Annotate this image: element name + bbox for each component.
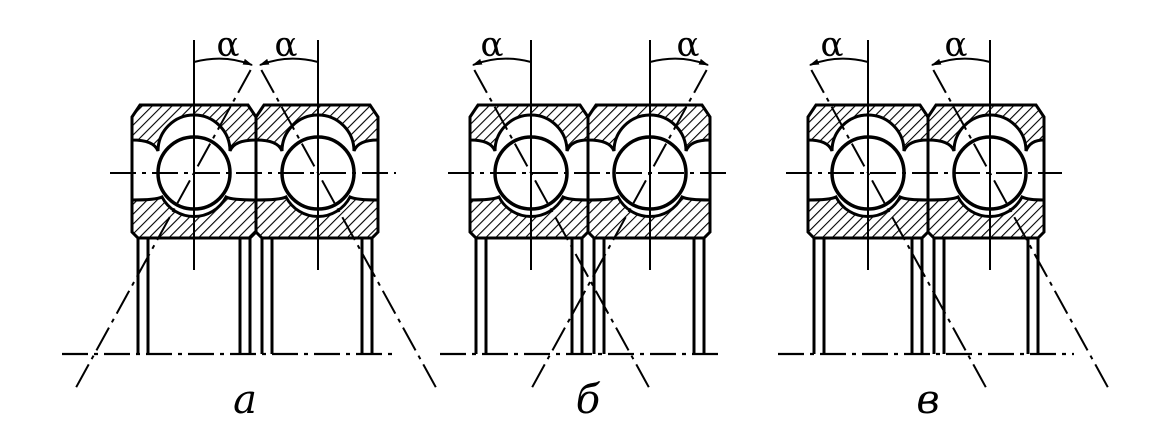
contact-line <box>810 69 988 389</box>
bearing-pair-v <box>778 40 1110 389</box>
angle-label-v-right: α <box>945 25 968 65</box>
angle-dimension-arc <box>472 57 532 66</box>
bearing-pair-b <box>440 40 728 389</box>
contact-line <box>530 69 708 389</box>
contact-line <box>932 69 1110 389</box>
bearing-v-2 <box>926 40 1110 389</box>
arrangement-label-b: б <box>576 377 601 423</box>
bearing-a-2 <box>254 40 438 389</box>
angle-dimension-arc <box>193 57 253 66</box>
inner-ring <box>468 194 590 240</box>
angle-label-b-right: α <box>677 25 700 65</box>
outer-ring <box>586 103 712 152</box>
angle-label-b-left: α <box>481 25 504 65</box>
bearing-pair-a <box>62 40 438 389</box>
contact-line <box>260 69 438 389</box>
angle-label-a-right: α <box>275 25 298 65</box>
angle-label-v-left: α <box>821 25 844 65</box>
angle-dimension-arc <box>259 57 319 66</box>
contact-line <box>74 69 252 389</box>
outer-ring <box>926 103 1046 152</box>
angle-dimension-arc <box>931 57 991 66</box>
arrangement-label-a: а <box>233 377 257 423</box>
angle-dimension-arc <box>809 57 869 66</box>
angle-label-a-left: α <box>217 25 240 65</box>
angle-dimension-arc <box>649 57 709 66</box>
inner-ring <box>926 194 1046 240</box>
bearing-a-1 <box>74 40 258 389</box>
contact-line <box>473 69 651 389</box>
arrangement-label-v: в <box>916 377 939 423</box>
